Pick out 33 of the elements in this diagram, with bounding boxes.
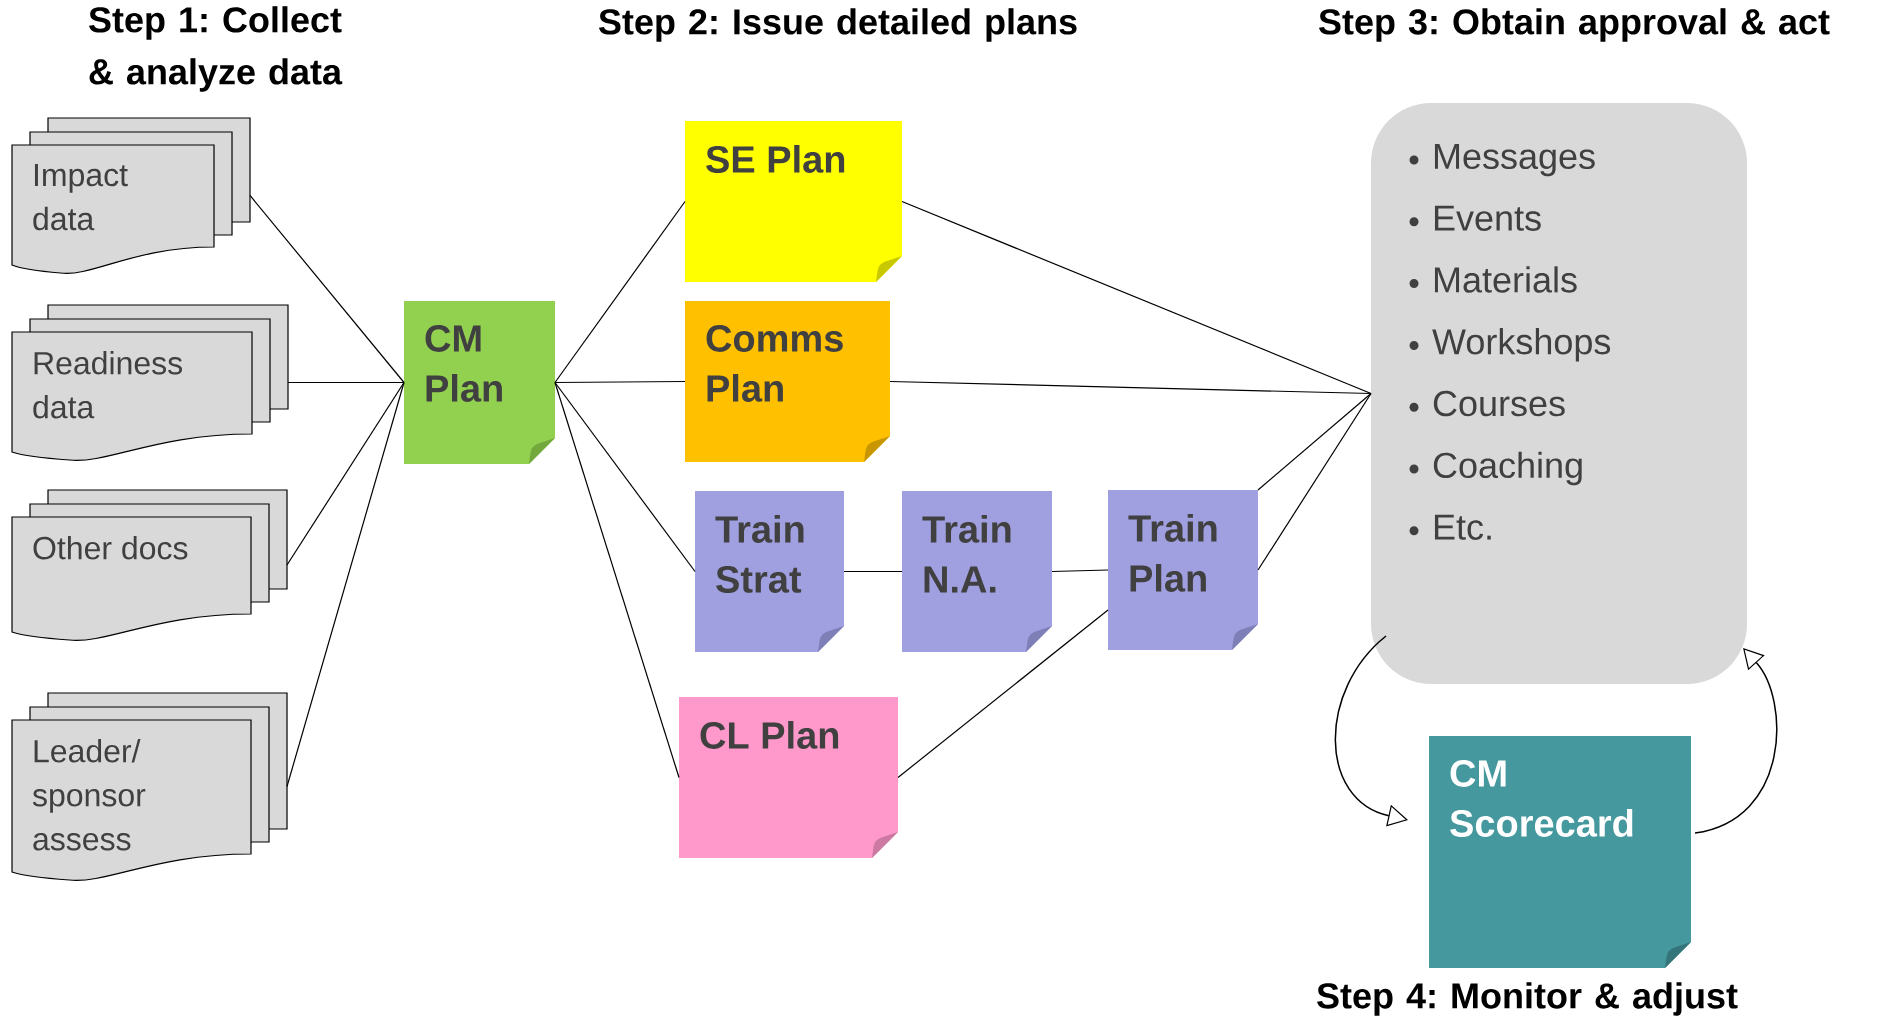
connector-line <box>286 381 405 788</box>
connector-line <box>286 381 405 566</box>
sticky-note: CM Scorecard <box>1429 736 1691 968</box>
connector-line <box>1257 392 1372 571</box>
sticky-note: CL Plan <box>679 697 898 858</box>
connector-line <box>843 570 903 573</box>
connector-line <box>287 381 405 384</box>
step-heading: Step 2: Issue detailed plans <box>599 8 1077 42</box>
connector-line <box>897 609 1109 779</box>
rounded-panel: Messages Events Materials Workshops Courses Coaching Etc. <box>1371 103 1747 684</box>
connector-line <box>554 381 680 779</box>
step-heading: Step 1: Collect & analyze data <box>89 6 343 92</box>
connector-line <box>554 380 686 384</box>
sticky-note: CM Plan <box>404 301 555 464</box>
sticky-note: Train Strat <box>695 491 844 652</box>
connector-line <box>554 200 686 384</box>
sticky-note: Train N.A. <box>902 491 1052 652</box>
curved-arrow <box>1334 635 1408 827</box>
connector-line <box>1257 392 1372 491</box>
document-stack: Impact data <box>11 117 251 274</box>
step-heading: Step 3: Obtain approval & act <box>1319 8 1830 42</box>
sticky-note: Comms Plan <box>685 301 890 462</box>
connector-line <box>249 194 405 384</box>
sticky-note: SE Plan <box>685 121 902 282</box>
document-stack: Readiness data <box>11 304 289 461</box>
connector-line <box>901 200 1372 395</box>
curved-arrow <box>1694 648 1778 834</box>
connector-line <box>1051 569 1109 573</box>
document-stack: Other docs <box>11 489 288 641</box>
connector-line <box>889 380 1372 395</box>
sticky-note: Train Plan <box>1108 490 1258 650</box>
document-stack: Leader/ sponsor assess <box>11 692 288 881</box>
connector-line <box>554 381 696 573</box>
